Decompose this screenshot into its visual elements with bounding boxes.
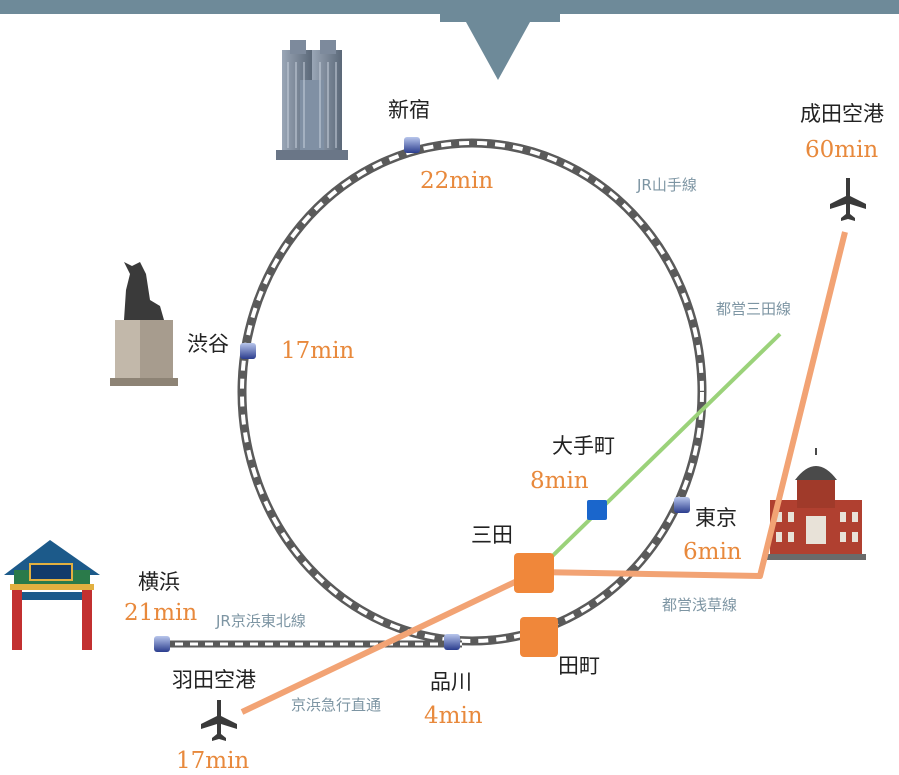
shibuya-station-marker [240, 343, 256, 359]
otemachi-station-marker [587, 500, 607, 520]
tokyo-label: 東京 [695, 506, 737, 530]
haneda-time: 17min [176, 748, 250, 774]
yokohama-label: 横浜 [138, 570, 180, 594]
tocho-building-icon [276, 40, 348, 160]
narita-airplane-icon [830, 178, 866, 221]
tamachi-station-marker [520, 617, 558, 657]
yamanote-line-label: JR山手線 [637, 176, 697, 194]
tokyo-station-building-icon [766, 448, 866, 560]
tokyo-time: 6min [683, 539, 742, 565]
asakusa-keikyu-line [240, 231, 848, 715]
shinjuku-label: 新宿 [388, 98, 430, 122]
mita-line [534, 332, 782, 574]
shibuya-label: 渋谷 [187, 332, 229, 356]
otemachi-time: 8min [530, 468, 589, 494]
yokohama-station-marker [154, 636, 170, 652]
narita-label: 成田空港 [800, 102, 884, 126]
yokohama-time: 21min [124, 600, 198, 626]
haneda-airplane-icon [201, 700, 237, 741]
shinagawa-time: 4min [424, 703, 483, 729]
shinjuku-time: 22min [420, 168, 494, 194]
tamachi-label: 田町 [558, 654, 600, 678]
chinatown-gate-icon [4, 540, 100, 650]
haneda-label: 羽田空港 [172, 668, 256, 692]
otemachi-label: 大手町 [552, 434, 615, 458]
shinagawa-station-marker [444, 634, 460, 650]
yamanote-line [237, 138, 707, 646]
asakusa-line-label: 都営浅草線 [662, 596, 738, 614]
mita-line-label: 都営三田線 [716, 300, 792, 318]
mita-label: 三田 [471, 523, 513, 547]
narita-time: 60min [805, 137, 879, 163]
keikyu-line-label: 京浜急行直通 [291, 696, 382, 714]
tokyo-station-marker [674, 497, 690, 513]
shibuya-time: 17min [281, 338, 355, 364]
mita-station-marker [514, 553, 554, 593]
shinjuku-station-marker [404, 137, 420, 153]
down-arrow-icon [440, 0, 560, 80]
keihin-tohoku-line-label: JR京浜東北線 [216, 612, 306, 630]
hachiko-statue-icon [110, 262, 178, 386]
shinagawa-label: 品川 [430, 670, 472, 694]
